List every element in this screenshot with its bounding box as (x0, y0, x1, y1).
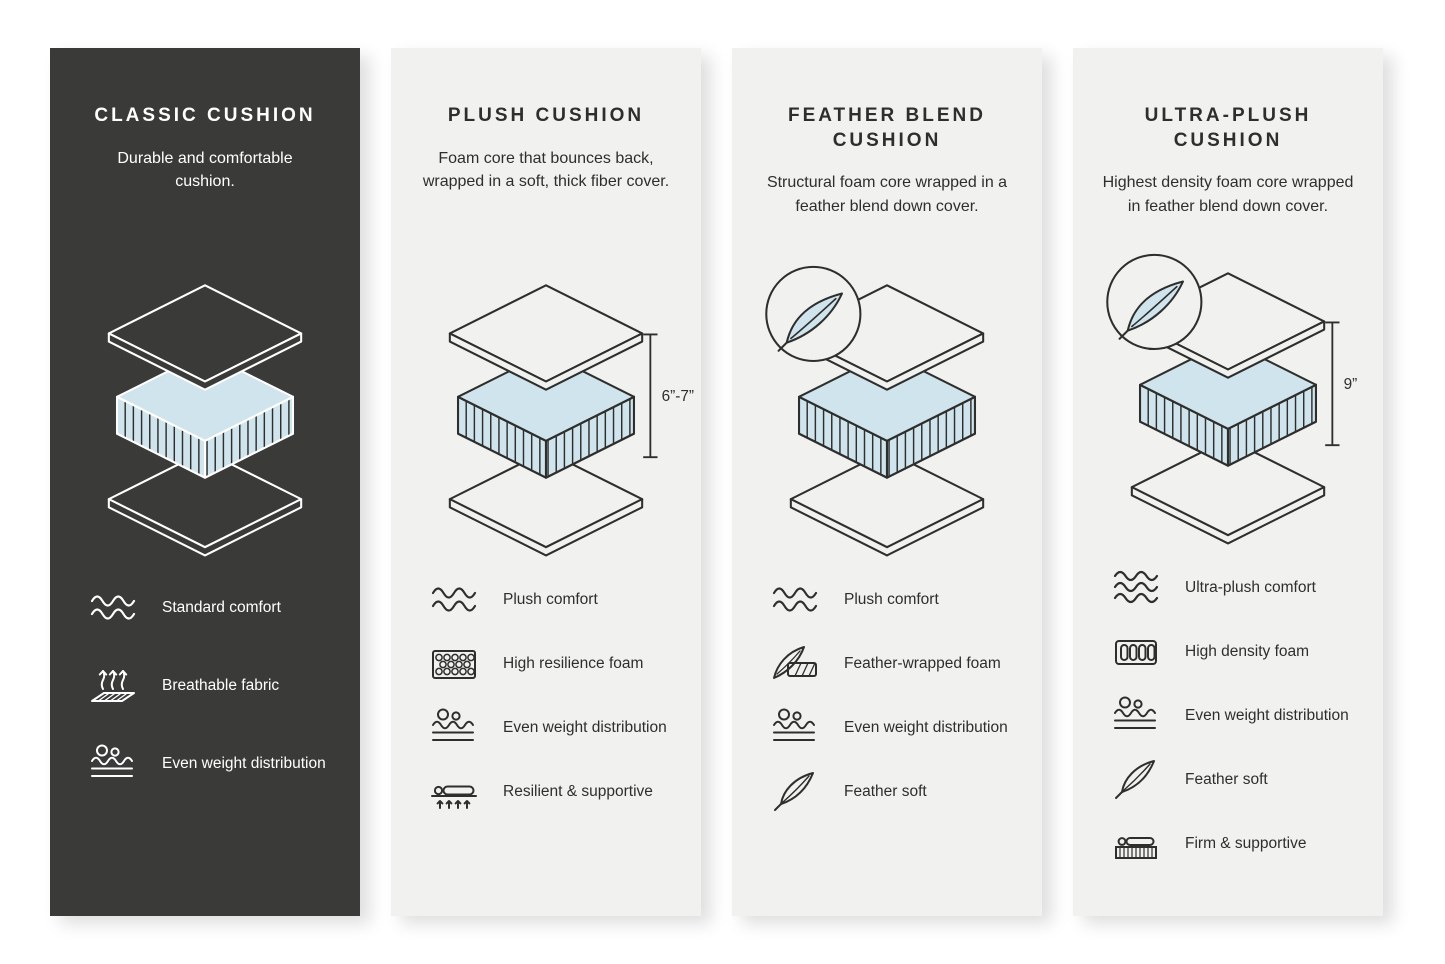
even-weight-icon (432, 708, 474, 741)
panel-description: Foam core that bounces back, wrapped in … (422, 149, 670, 190)
feature-label: Feather-wrapped foam (844, 654, 1001, 672)
panel-description: Structural foam core wrapped in a feathe… (766, 174, 1008, 215)
feature-label: Plush comfort (844, 590, 939, 608)
feature-row: Breathable fabric (88, 664, 334, 708)
feature-row: Feather-wrapped foam (770, 642, 1016, 686)
feature-list: Standard comfort Breathable fabric Even … (76, 586, 334, 786)
feature-label: High resilience foam (503, 654, 644, 672)
feature-row: Even weight distribution (1111, 694, 1357, 738)
cushion-diagram: 9” (1095, 253, 1361, 558)
feature-list: Ultra-plush comfort High density foam Ev… (1099, 566, 1357, 866)
panel-description: Highest density foam core wrapped in fea… (1102, 174, 1354, 215)
cushion-layers-diagram (107, 283, 303, 557)
feather-badge-icon (765, 265, 862, 362)
high-resilience-foam-icon (432, 650, 476, 679)
feature-row: Even weight distribution (88, 742, 334, 786)
feature-label: Feather soft (1185, 770, 1268, 788)
panel-title: CLASSIC CUSHION (94, 105, 316, 126)
feature-label: Breathable fabric (162, 676, 280, 694)
even-weight-icon (91, 744, 133, 777)
panel-ultra-plush-cushion: ULTRA-PLUSH CUSHION Highest density foam… (1073, 48, 1383, 916)
breathable-fabric-icon (91, 670, 135, 702)
panel-feather-blend-cushion: FEATHER BLEND CUSHION Structural foam co… (732, 48, 1042, 916)
resilient-supportive-icon (431, 785, 477, 809)
feature-row: Even weight distribution (770, 706, 1016, 750)
feature-list: Plush comfort High resilience foam Even … (417, 578, 675, 814)
panel-title: FEATHER BLEND CUSHION (787, 105, 987, 151)
feature-row: High density foam (1111, 630, 1357, 674)
feature-row: Standard comfort (88, 586, 334, 630)
feature-label: Even weight distribution (844, 718, 1008, 736)
feature-label: Even weight distribution (162, 754, 326, 772)
height-dimension: 6”-7” (643, 333, 694, 458)
panel-header: ULTRA-PLUSH CUSHION Highest density foam… (1100, 104, 1356, 258)
feature-label: Firm & supportive (1185, 834, 1307, 852)
even-weight-icon (773, 708, 815, 741)
height-dimension: 9” (1325, 321, 1358, 446)
cushion-diagram (754, 265, 1020, 570)
panel-header: CLASSIC CUSHION Durable and comfortable … (94, 104, 315, 270)
panel-header: FEATHER BLEND CUSHION Structural foam co… (759, 104, 1015, 270)
feature-row: Even weight distribution (429, 706, 675, 750)
feature-label: Plush comfort (503, 590, 598, 608)
panel-header: PLUSH CUSHION Foam core that bounces bac… (418, 104, 674, 270)
feature-label: Resilient & supportive (503, 782, 653, 800)
feather-icon (774, 772, 814, 811)
cushion-layers-diagram: 6”-7” (448, 283, 694, 557)
feature-label: Ultra-plush comfort (1185, 578, 1316, 596)
height-dimension-label: 9” (1344, 376, 1358, 393)
feature-label: High density foam (1185, 642, 1310, 660)
feature-label: Standard comfort (162, 598, 281, 616)
feature-row: Resilient & supportive (429, 770, 675, 814)
feature-row: Plush comfort (770, 578, 1016, 622)
feature-row: Feather soft (1111, 758, 1357, 802)
waves-icon (1113, 570, 1159, 604)
cushion-comparison: CLASSIC CUSHION Durable and comfortable … (50, 48, 1383, 916)
cushion-layers-diagram: 9” (1106, 253, 1358, 545)
cushion-layers-diagram (765, 265, 985, 557)
height-dimension-label: 6”-7” (662, 388, 694, 405)
feature-row: Firm & supportive (1111, 822, 1357, 866)
cushion-diagram (72, 270, 338, 570)
cushion-diagram: 6”-7” (413, 270, 694, 570)
waves-icon (90, 595, 136, 620)
panel-title: ULTRA-PLUSH CUSHION (1144, 105, 1312, 151)
feature-row: Plush comfort (429, 578, 675, 622)
feature-list: Plush comfort Feather-wrapped foam Even … (758, 578, 1016, 814)
high-density-foam-icon (1115, 640, 1157, 665)
feature-label: Feather soft (844, 782, 927, 800)
panel-plush-cushion: PLUSH CUSHION Foam core that bounces bac… (391, 48, 701, 916)
feather-badge-icon (1106, 253, 1203, 350)
feather-icon (1115, 760, 1155, 799)
panel-title: PLUSH CUSHION (447, 105, 645, 126)
feature-label: Even weight distribution (1185, 706, 1349, 724)
feature-row: Ultra-plush comfort (1111, 566, 1357, 610)
panel-classic-cushion: CLASSIC CUSHION Durable and comfortable … (50, 48, 360, 916)
even-weight-icon (1114, 696, 1156, 729)
firm-supportive-icon (1115, 837, 1157, 859)
waves-icon (431, 587, 477, 612)
panel-description: Durable and comfortable cushion. (117, 149, 293, 190)
feature-row: High resilience foam (429, 642, 675, 686)
feather-wrapped-foam-icon (773, 646, 817, 679)
feature-label: Even weight distribution (503, 718, 667, 736)
waves-icon (772, 587, 818, 612)
feature-row: Feather soft (770, 770, 1016, 814)
